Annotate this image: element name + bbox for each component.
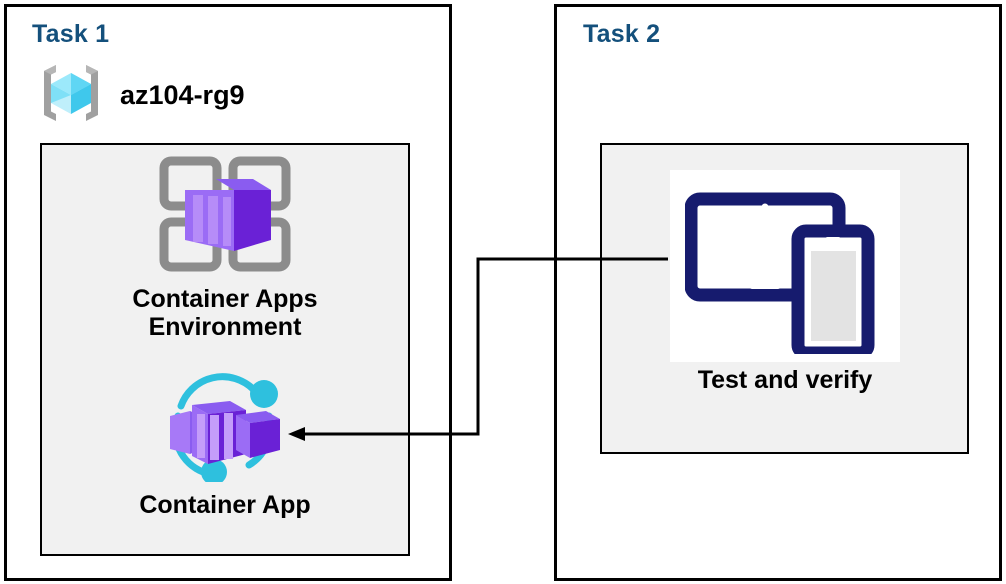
node-container-apps-environment: Container Apps Environment — [70, 152, 380, 341]
node-container-app: Container App — [70, 372, 380, 519]
task-1-label: Task 1 — [32, 20, 110, 48]
container-apps-environment-caption: Container Apps Environment — [132, 285, 318, 341]
test-and-verify-icon — [670, 170, 900, 362]
container-app-caption: Container App — [139, 491, 311, 519]
task-2-label: Task 2 — [583, 20, 661, 48]
resource-group-header: az104-rg9 — [34, 62, 245, 129]
container-app-icon — [156, 372, 294, 487]
resource-group-icon — [34, 62, 108, 129]
container-apps-environment-icon — [155, 152, 295, 281]
test-and-verify-caption: Test and verify — [697, 366, 873, 394]
node-test-and-verify: Test and verify — [640, 170, 930, 394]
resource-group-name: az104-rg9 — [120, 80, 245, 110]
